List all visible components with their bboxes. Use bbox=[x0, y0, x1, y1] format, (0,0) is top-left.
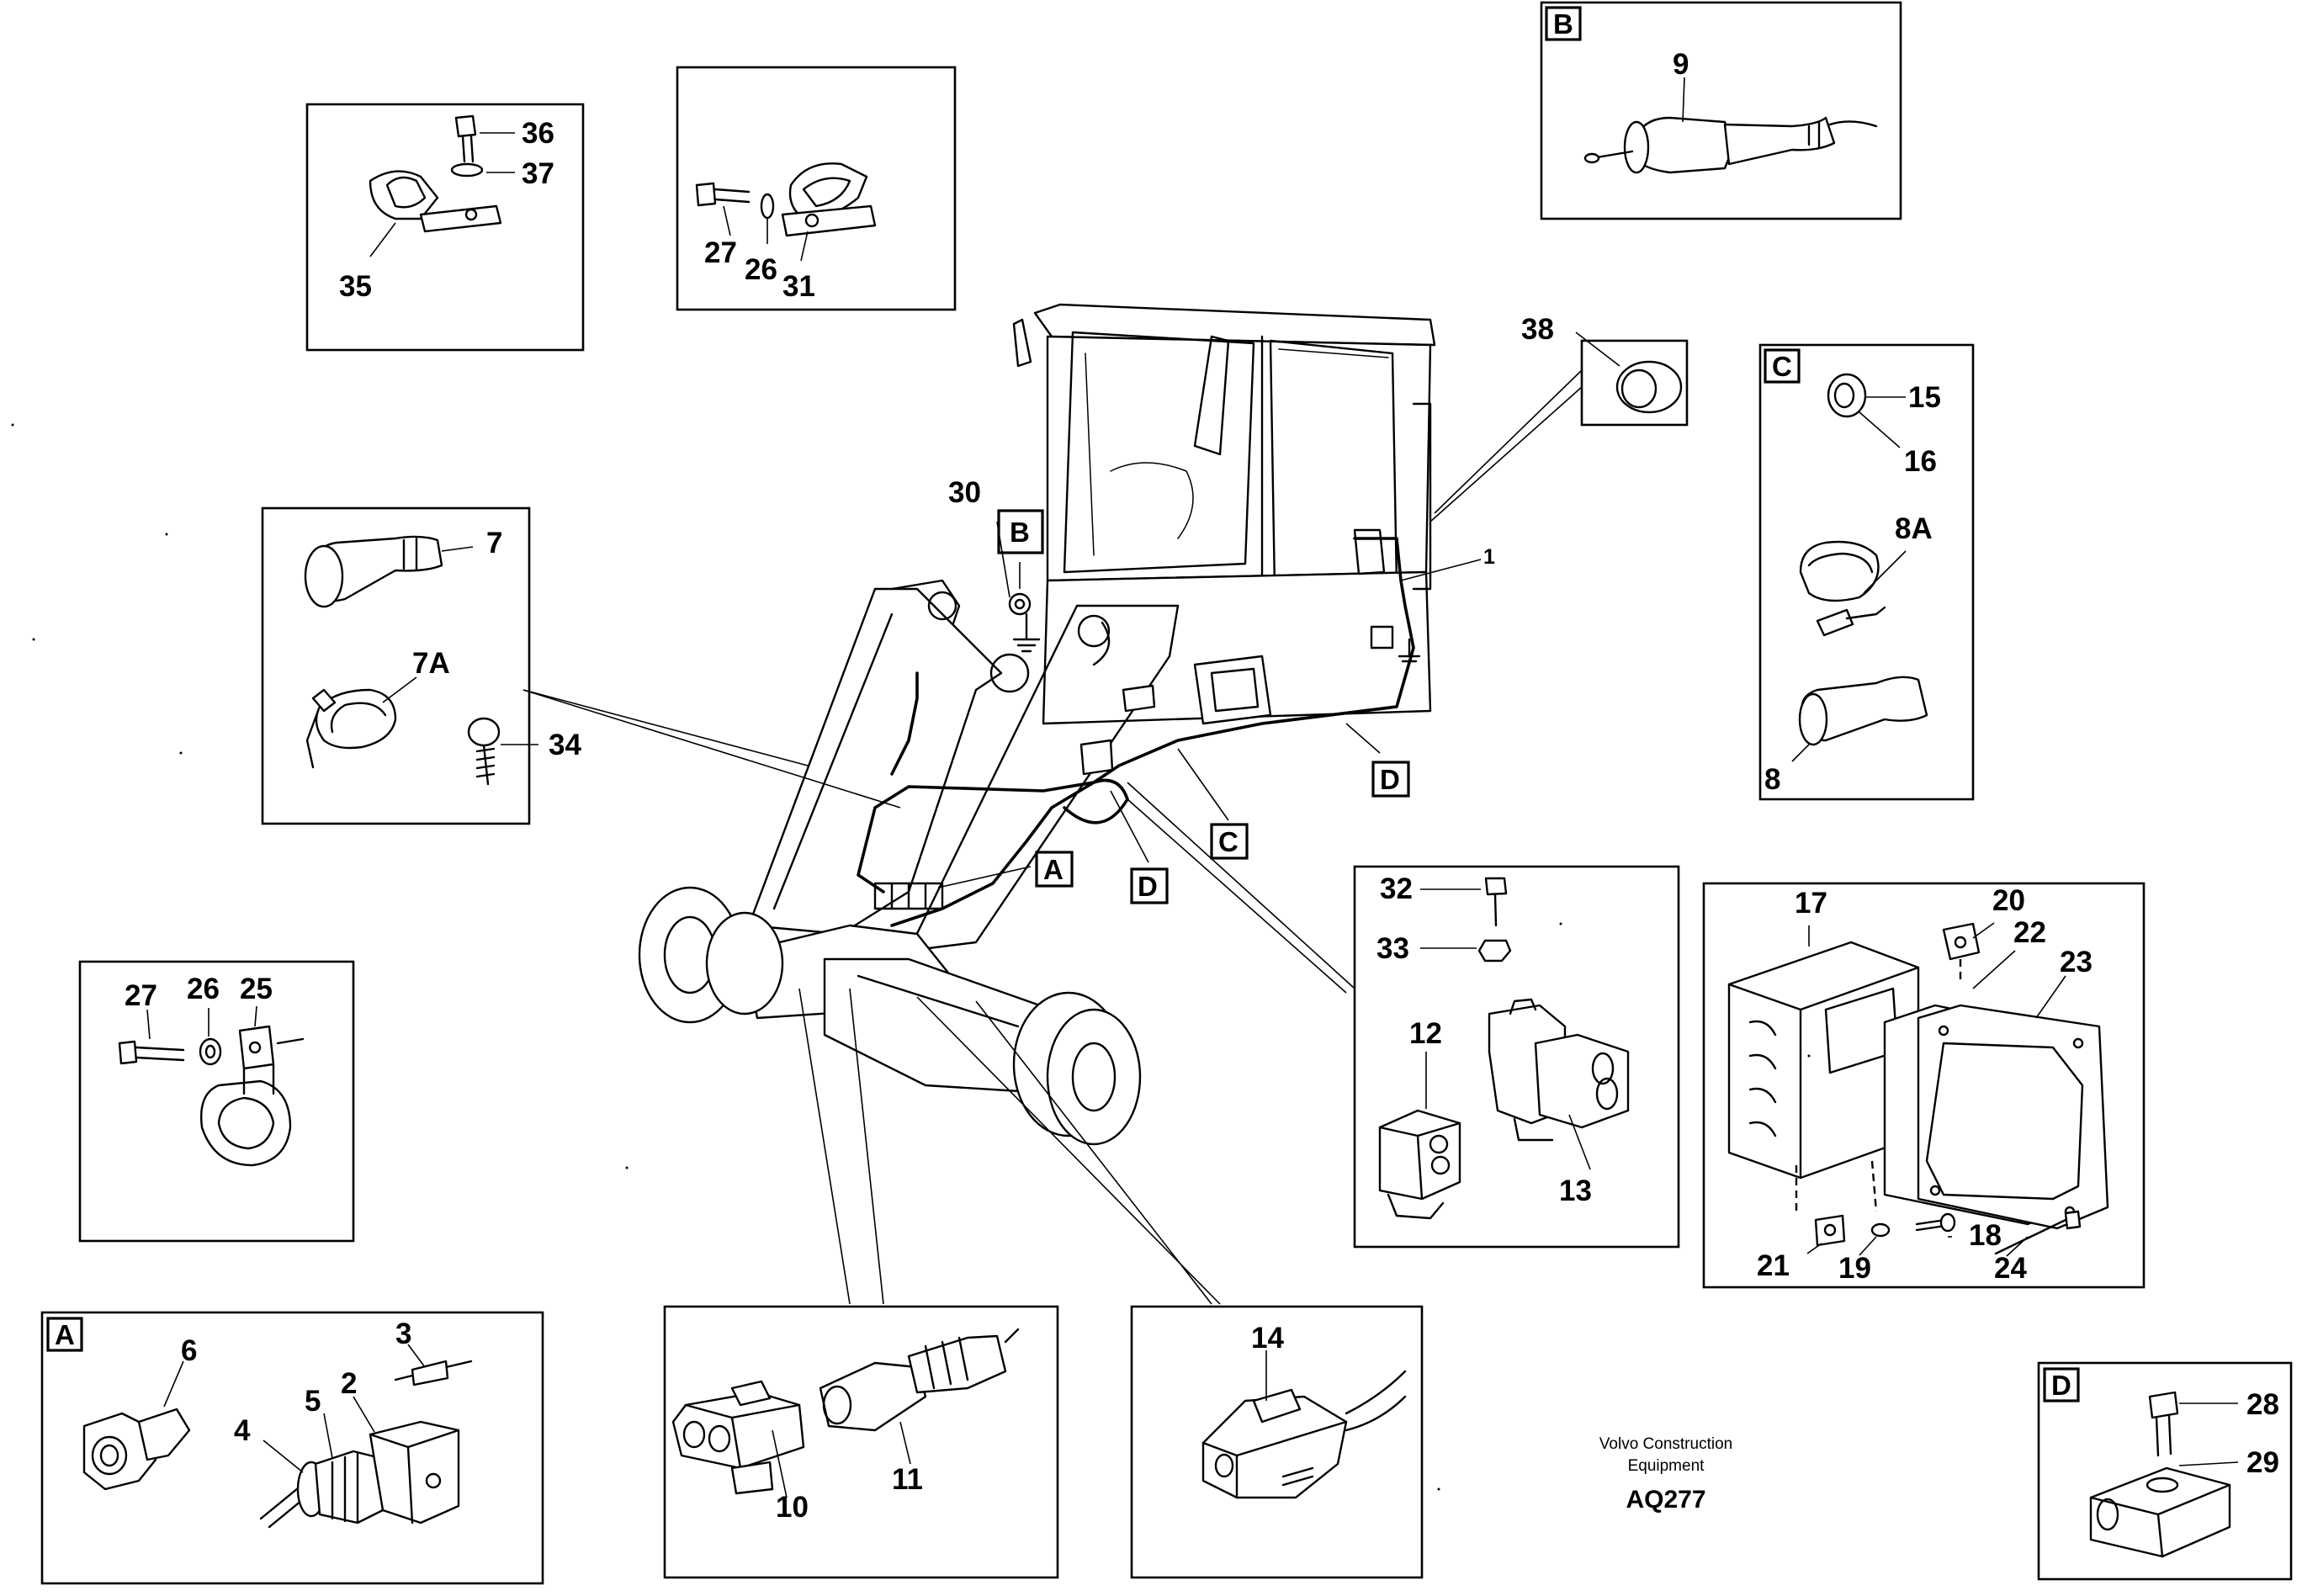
tag-d-main-lower: D bbox=[1138, 871, 1158, 902]
label-13: 13 bbox=[1559, 1174, 1592, 1207]
label-10: 10 bbox=[776, 1491, 809, 1524]
label-7: 7 bbox=[486, 527, 502, 559]
tag-c-box: C bbox=[1772, 351, 1792, 382]
scan-specks bbox=[11, 423, 1811, 1491]
tag-a-box: A bbox=[55, 1319, 75, 1350]
label-31: 31 bbox=[782, 270, 815, 303]
label-20: 20 bbox=[1992, 884, 2025, 917]
label-16: 16 bbox=[1904, 445, 1937, 478]
label-26a: 26 bbox=[745, 253, 777, 286]
label-29: 29 bbox=[2246, 1446, 2279, 1479]
detail-box-a: A 6 3 4 5 2 bbox=[40, 1311, 544, 1585]
drawing-code: AQ277 bbox=[1626, 1486, 1705, 1514]
label-7a: 7A bbox=[412, 647, 450, 680]
label-26b: 26 bbox=[187, 973, 220, 1005]
tag-b-main: B bbox=[1010, 517, 1030, 548]
label-21: 21 bbox=[1757, 1249, 1790, 1282]
label-22: 22 bbox=[2013, 916, 2046, 949]
detail-box-connector-12: 32 33 12 13 bbox=[1353, 865, 1680, 1249]
label-12: 12 bbox=[1409, 1017, 1442, 1050]
label-32: 32 bbox=[1380, 872, 1413, 905]
label-35: 35 bbox=[339, 270, 372, 303]
label-34: 34 bbox=[549, 729, 581, 761]
assembly-tags: B A D C D 30 1 bbox=[948, 476, 1495, 904]
label-5: 5 bbox=[305, 1385, 321, 1418]
label-24: 24 bbox=[1994, 1252, 2027, 1285]
detail-box-clamp-36: 36 37 35 bbox=[305, 103, 585, 352]
detail-box-c: C 15 16 8A 8 bbox=[1758, 343, 1975, 801]
detail-box-cable-7: 7 7A 34 bbox=[261, 506, 581, 825]
machine-assembly bbox=[638, 303, 1436, 1146]
detail-box-clamp-31: 27 26 31 bbox=[676, 66, 957, 311]
label-23: 23 bbox=[2060, 946, 2092, 978]
leader-lines bbox=[522, 369, 1583, 1305]
label-27b: 27 bbox=[125, 979, 157, 1012]
label-3: 3 bbox=[395, 1318, 411, 1350]
label-18: 18 bbox=[1969, 1219, 2002, 1252]
label-4: 4 bbox=[234, 1414, 251, 1447]
label-17: 17 bbox=[1795, 887, 1827, 920]
label-30: 30 bbox=[948, 476, 981, 509]
brand-line-2: Equipment bbox=[1628, 1457, 1705, 1475]
detail-box-clamp-25: 27 26 25 bbox=[78, 960, 355, 1243]
label-2: 2 bbox=[341, 1367, 357, 1400]
tag-d-main-upper: D bbox=[1380, 764, 1400, 795]
tag-d-box: D bbox=[2051, 1370, 2071, 1401]
detail-box-d: D 28 29 bbox=[2037, 1361, 2293, 1581]
label-11: 11 bbox=[892, 1463, 923, 1496]
label-27a: 27 bbox=[704, 236, 737, 269]
label-8a: 8A bbox=[1895, 512, 1933, 545]
label-15: 15 bbox=[1908, 381, 1941, 414]
label-9: 9 bbox=[1673, 48, 1689, 81]
label-14: 14 bbox=[1251, 1322, 1284, 1355]
label-28: 28 bbox=[2246, 1388, 2279, 1421]
detail-box-38: 38 bbox=[1521, 313, 1689, 427]
label-1: 1 bbox=[1483, 545, 1495, 569]
publisher-block: Volvo Construction Equipment AQ277 bbox=[1599, 1435, 1732, 1514]
label-19: 19 bbox=[1838, 1252, 1871, 1285]
tag-c-main: C bbox=[1218, 826, 1239, 857]
label-33: 33 bbox=[1376, 932, 1409, 965]
detail-box-connector-14: 14 bbox=[1130, 1305, 1424, 1579]
detail-box-connector-10: 10 11 bbox=[663, 1305, 1059, 1579]
label-8: 8 bbox=[1764, 763, 1780, 796]
label-37: 37 bbox=[522, 157, 554, 190]
label-6: 6 bbox=[181, 1334, 197, 1367]
detail-box-electronic-unit: 17 20 22 23 18 21 19 24 bbox=[1702, 882, 2146, 1289]
label-36: 36 bbox=[522, 117, 554, 150]
brand-line-1: Volvo Construction bbox=[1599, 1435, 1732, 1453]
label-38: 38 bbox=[1521, 313, 1554, 346]
tag-a-main: A bbox=[1043, 854, 1063, 885]
tag-b-box: B bbox=[1553, 8, 1573, 40]
detail-box-b: B 9 bbox=[1540, 1, 1902, 220]
label-25: 25 bbox=[240, 973, 273, 1005]
